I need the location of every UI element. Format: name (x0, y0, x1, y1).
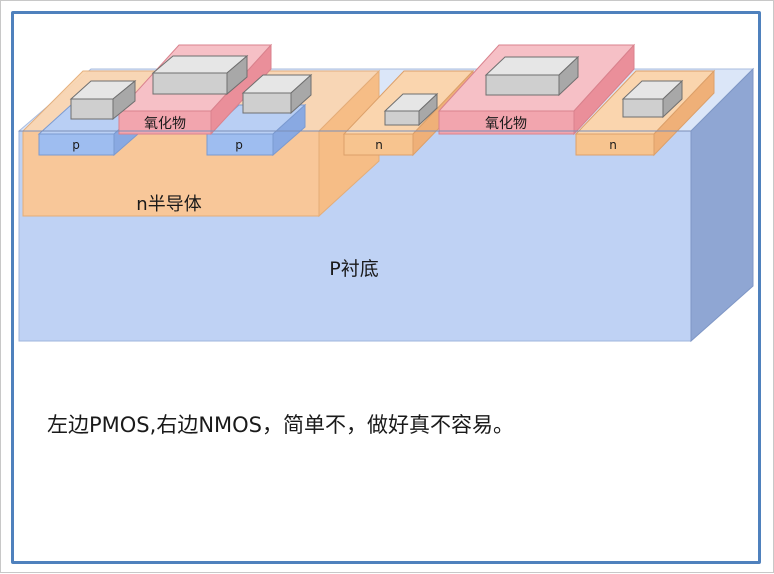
slide-caption: 左边PMOS,右边NMOS，简单不，做好真不容易。 (47, 413, 515, 437)
oxide-label: 氧化物 (144, 116, 186, 132)
p-region-label: p (235, 138, 243, 152)
n-region-label: n (609, 138, 617, 152)
metal-contact-right-1 (383, 92, 439, 127)
n-region-label: n (375, 138, 383, 152)
metal-contact-right-2 (621, 79, 684, 119)
p-region-label: p (72, 138, 80, 152)
metal-contact-left-gate (151, 54, 249, 96)
metal-contact-right-gate (484, 55, 580, 97)
oxide-label: 氧化物 (485, 116, 527, 132)
n-well-label: n半导体 (136, 194, 201, 215)
metal-contact-left-2 (241, 73, 313, 115)
substrate-label: P衬底 (329, 258, 378, 280)
metal-contact-left-1 (69, 79, 137, 121)
